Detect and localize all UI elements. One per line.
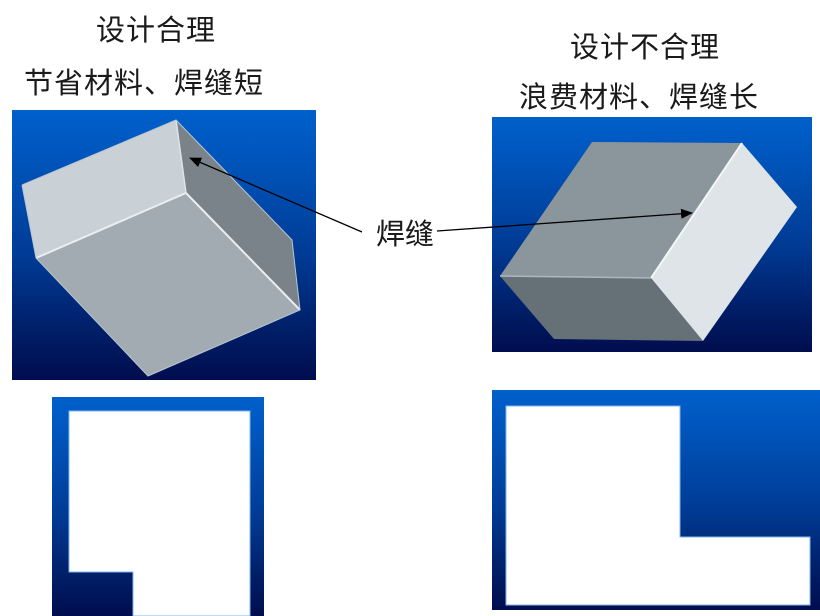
left-weld-seam — [175, 119, 187, 194]
left-box-side-face — [176, 120, 300, 310]
left-weld-arrow — [189, 157, 363, 233]
right-welded-box — [499, 142, 797, 341]
left-box-bottom-face — [36, 193, 300, 376]
left-cross-section — [68, 410, 251, 616]
right-box-side-face — [651, 143, 797, 341]
right-box-front-face — [500, 276, 703, 341]
left-box-outline — [21, 119, 301, 377]
left-subtitle: 节省材料、焊缝短 — [24, 66, 265, 100]
right-cross-section — [505, 405, 811, 606]
left-box-top-face — [22, 120, 186, 258]
right-weld-arrow — [436, 208, 693, 232]
right-box-edge — [499, 275, 652, 279]
right-subtitle: 浪费材料、焊缝长 — [519, 80, 760, 114]
right-weld-seam — [650, 142, 743, 279]
right-title: 设计不合理 — [570, 30, 721, 64]
left-welded-box — [21, 119, 301, 377]
left-title: 设计合理 — [96, 13, 217, 47]
weld-label: 焊缝 — [376, 217, 435, 251]
right-box-top-face — [500, 142, 742, 278]
